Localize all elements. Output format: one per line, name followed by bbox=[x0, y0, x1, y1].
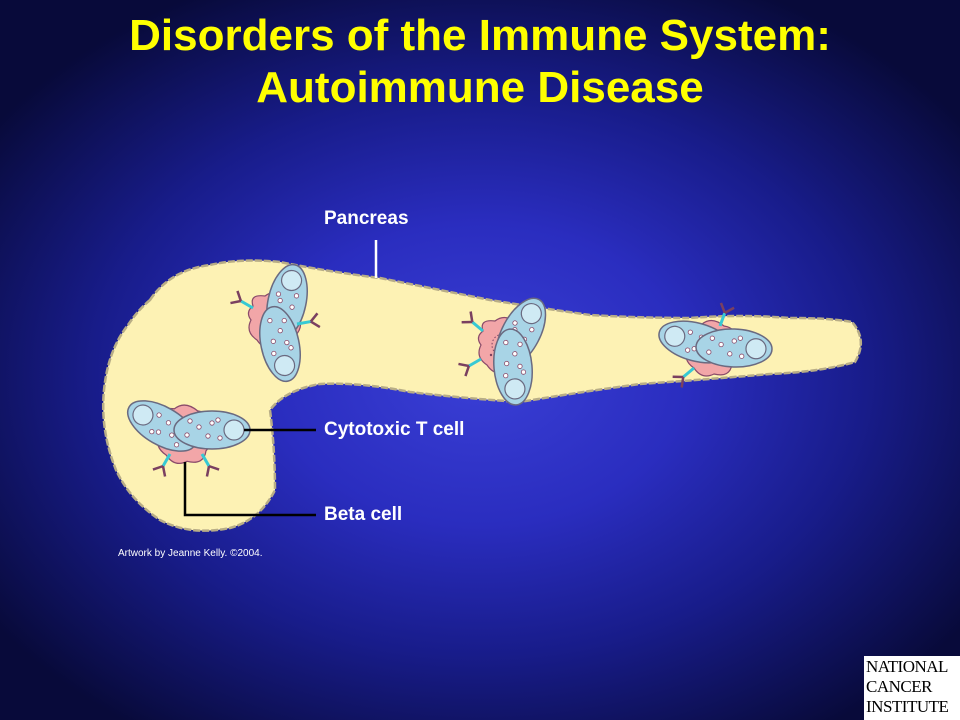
nci-logo: NATIONAL CANCER INSTITUTE bbox=[864, 656, 960, 720]
logo-line-2: CANCER bbox=[866, 677, 932, 696]
pancreas-label: Pancreas bbox=[324, 208, 409, 229]
pancreas-shape bbox=[101, 259, 862, 532]
logo-line-3: INSTITUTE bbox=[866, 697, 949, 716]
t-cell bbox=[173, 410, 251, 450]
beta-cell-pointer bbox=[183, 462, 316, 517]
slide-title-line-1: Disorders of the Immune System: bbox=[129, 11, 831, 60]
logo-line-1: NATIONAL bbox=[866, 657, 948, 676]
cytotoxic-t-cell-label: Cytotoxic T cell bbox=[324, 419, 465, 440]
slide-title-line-2: Autoimmune Disease bbox=[256, 63, 704, 112]
slide-title: Disorders of the Immune System: Autoimmu… bbox=[0, 10, 960, 114]
artwork-credit: Artwork by Jeanne Kelly. ©2004. bbox=[118, 548, 263, 559]
beta-cell-label: Beta cell bbox=[324, 504, 403, 525]
